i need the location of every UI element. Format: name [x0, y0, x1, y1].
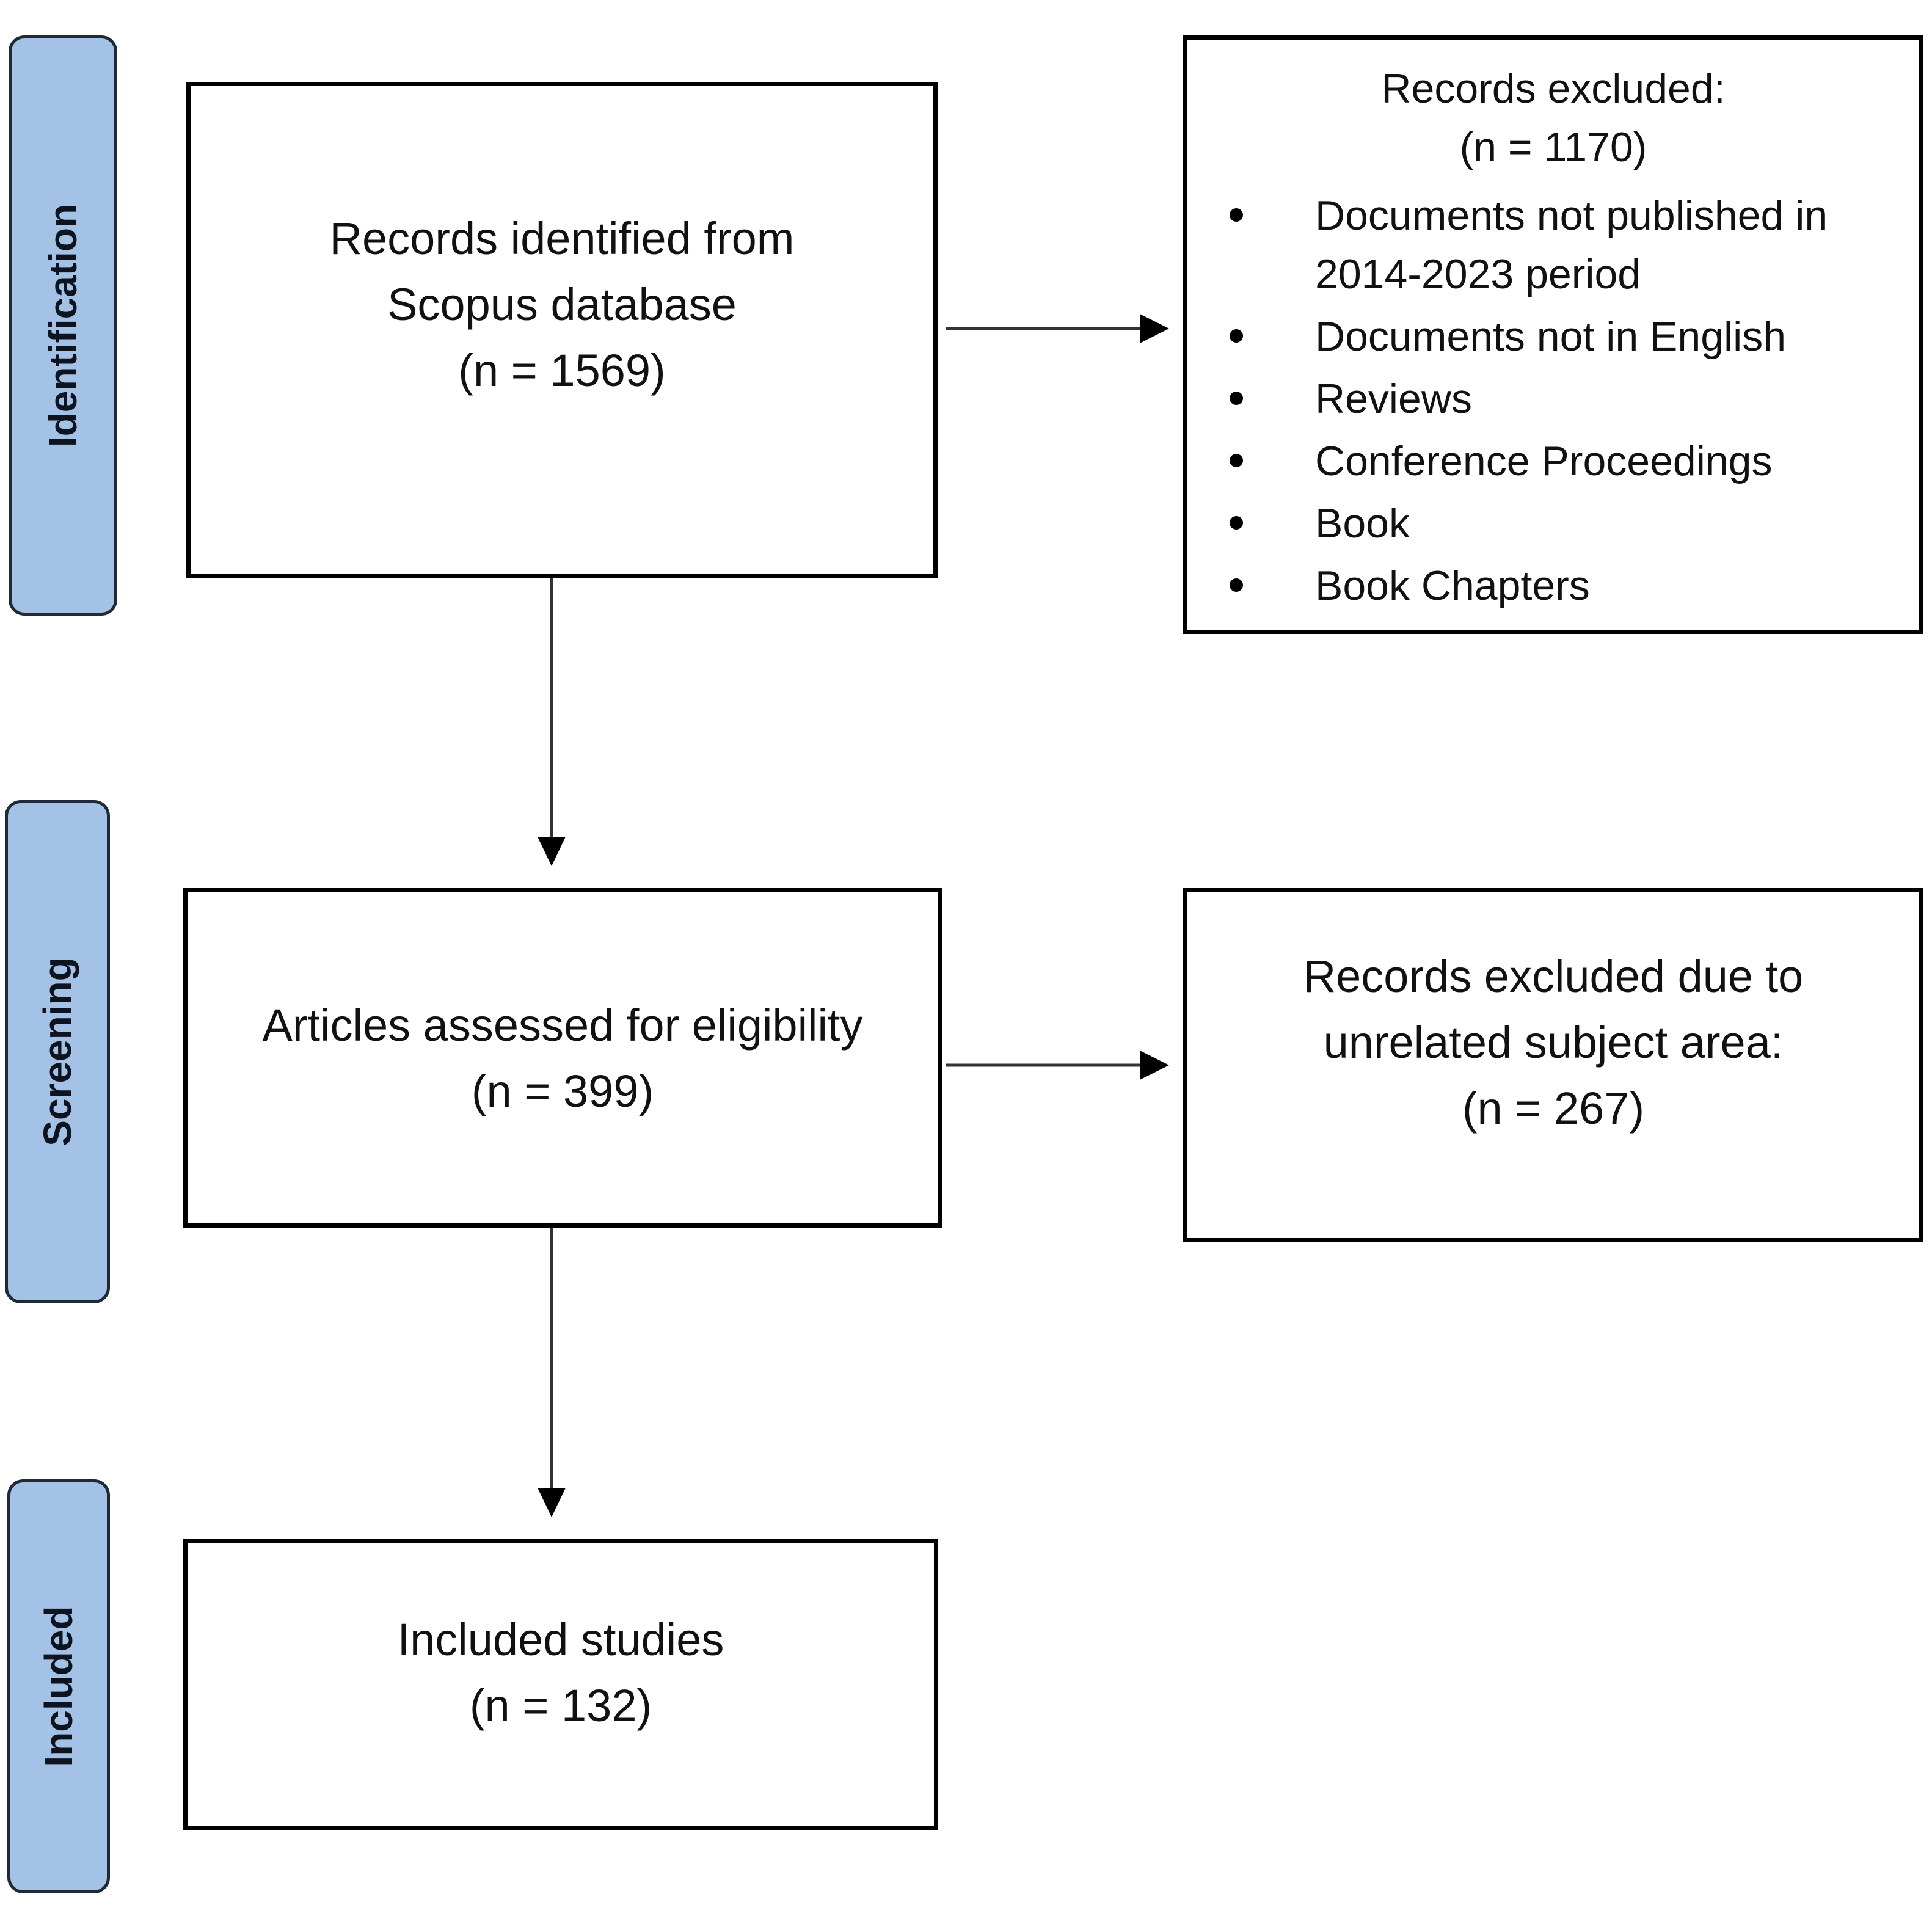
exclusion-reason: Conference Proceedings	[1221, 432, 1907, 490]
bullet-icon	[1230, 208, 1243, 222]
records-identified-line2: Scopus database	[387, 279, 737, 330]
exclusion-reasons-list: Documents not published in 2014-2023 per…	[1221, 186, 1907, 619]
records-identified-count: (n = 1569)	[458, 345, 666, 396]
records-excluded-subject-count: (n = 267)	[1462, 1083, 1645, 1134]
records-excluded-subject-line2: unrelated subject area:	[1323, 1017, 1784, 1068]
arrowhead-right-icon	[1140, 1051, 1169, 1080]
records-excluded-subject-box: Records excluded due to unrelated subjec…	[1183, 888, 1923, 1242]
included-studies-box: Included studies (n = 132)	[183, 1539, 938, 1830]
articles-assessed-box: Articles assessed for eligibility (n = 3…	[183, 888, 942, 1228]
included-studies-count: (n = 132)	[469, 1680, 652, 1731]
articles-assessed-line1: Articles assessed for eligibility	[262, 1000, 863, 1051]
bullet-icon	[1230, 392, 1243, 405]
records-excluded-heading: Records excluded:	[1381, 65, 1726, 112]
arrowhead-down-icon	[538, 1488, 566, 1517]
bullet-icon	[1230, 516, 1243, 530]
records-excluded-subject-line1: Records excluded due to	[1303, 951, 1804, 1002]
exclusion-reason: Documents not in English	[1221, 307, 1907, 366]
exclusion-reason: Documents not published in 2014-2023 per…	[1221, 186, 1907, 304]
stage-tab-identification: Identification	[9, 35, 117, 616]
arrowhead-down-icon	[538, 837, 566, 866]
included-studies-line1: Included studies	[397, 1614, 724, 1665]
stage-tab-screening: Screening	[5, 800, 110, 1303]
exclusion-reason: Reviews	[1221, 370, 1907, 428]
arrowhead-right-icon	[1140, 314, 1169, 343]
bullet-icon	[1230, 454, 1243, 467]
bullet-icon	[1230, 329, 1243, 343]
stage-tab-included: Included	[7, 1479, 110, 1893]
records-excluded-box: Records excluded: (n = 1170) Documents n…	[1183, 35, 1923, 634]
records-identified-line1: Records identified from	[329, 213, 795, 264]
exclusion-reason: Book	[1221, 494, 1907, 553]
records-identified-box: Records identified from Scopus database …	[186, 82, 938, 578]
records-excluded-count: (n = 1170)	[1459, 124, 1647, 170]
exclusion-reason: Book Chapters	[1221, 556, 1907, 615]
bullet-icon	[1230, 578, 1243, 592]
articles-assessed-count: (n = 399)	[471, 1066, 654, 1116]
